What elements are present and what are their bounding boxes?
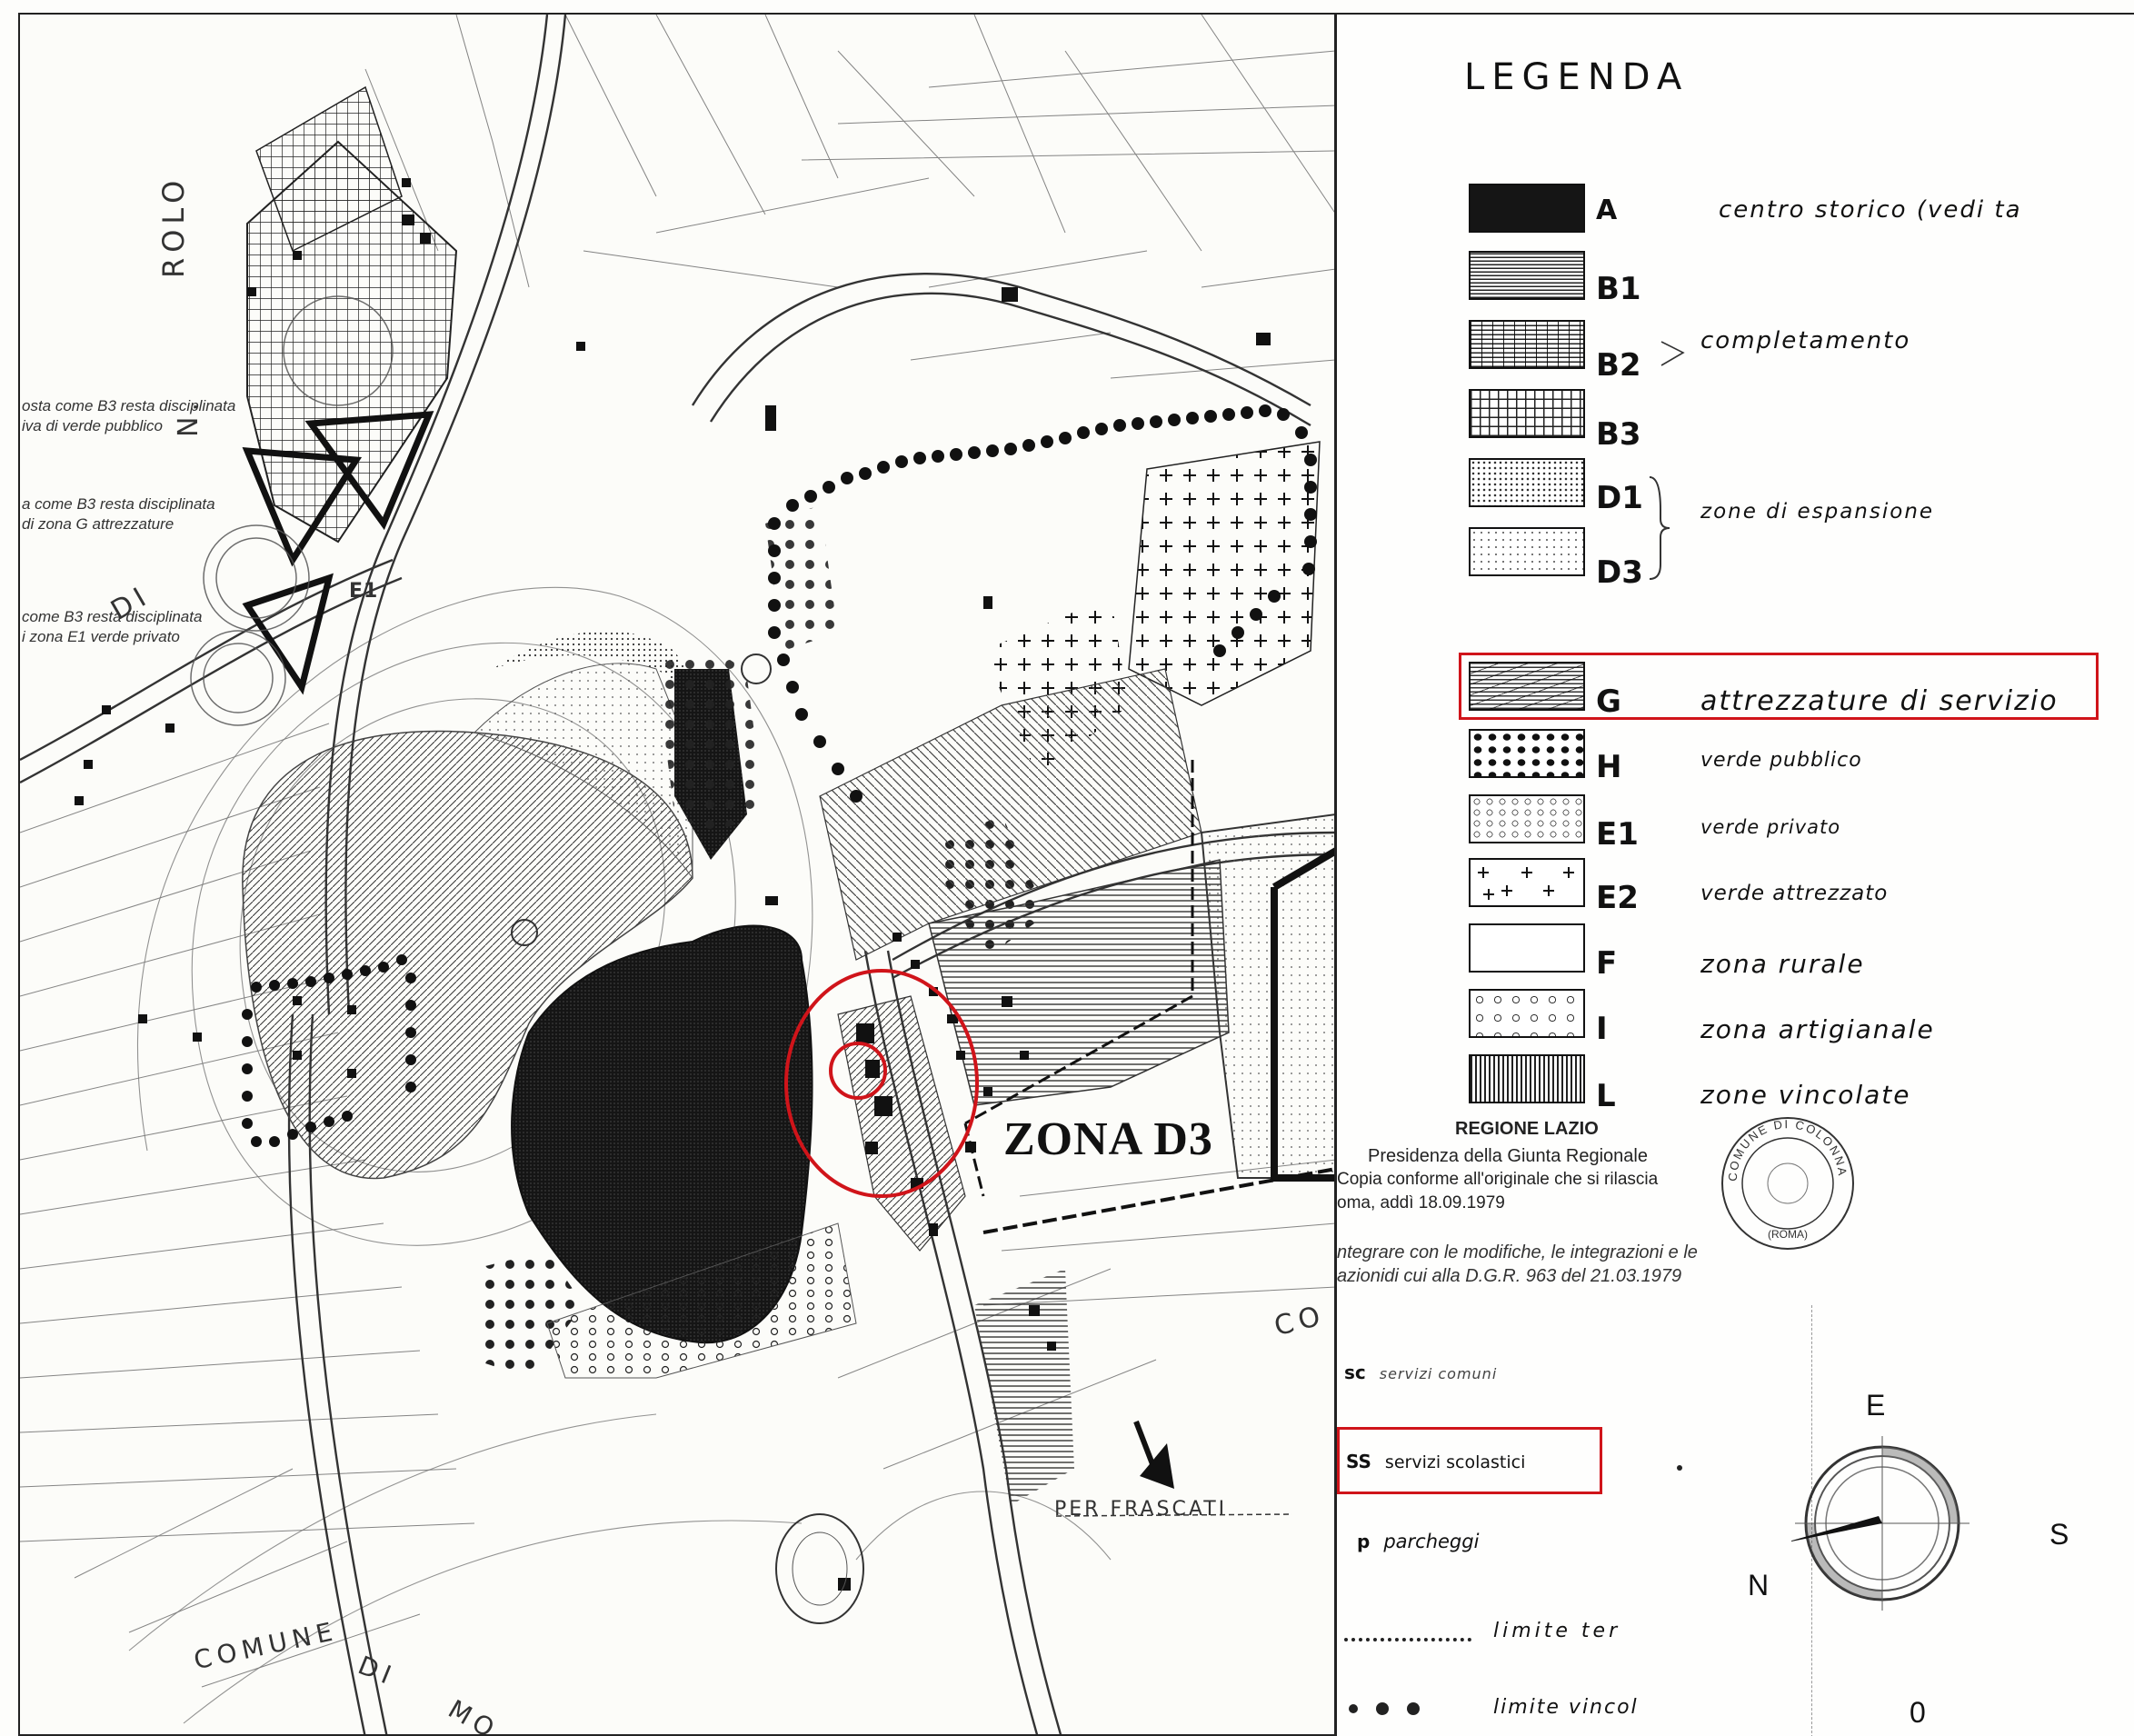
map-label-n: N. [173, 397, 204, 437]
limit-symbol-dots [1349, 1702, 1420, 1715]
map-note: a come B3 resta disciplinata [22, 495, 215, 513]
swatch-g [1469, 662, 1585, 711]
compass-s: S [2049, 1518, 2069, 1551]
swatch-b3 [1469, 389, 1585, 438]
region-note: azionidi cui alla D.G.R. 963 del 21.03.1… [1337, 1266, 1682, 1286]
legend-code: B1 [1596, 271, 1641, 307]
bracket [1649, 476, 1670, 580]
legend-code: E1 [1596, 816, 1639, 853]
legend-title: LEGENDA [1464, 56, 1690, 98]
legend-code: L [1596, 1078, 1616, 1114]
limit-label: limite vincol [1493, 1696, 1639, 1719]
highlight-circle [829, 1042, 887, 1100]
legend-label: verde pubblico [1700, 749, 1862, 772]
compass-e: E [1866, 1389, 1886, 1422]
swatch-f [1469, 923, 1585, 973]
legend-code: G [1596, 683, 1621, 720]
map-label-rolo: ROLO [156, 175, 191, 278]
legend-code: F [1596, 945, 1618, 982]
map-label-e1: E1 [349, 580, 379, 603]
map-drawing [20, 15, 1334, 1734]
region-note: ntegrare con le modifiche, le integrazio… [1337, 1242, 1698, 1262]
highlight-ss-box [1337, 1427, 1602, 1494]
map-note: iva di verde pubblico [22, 417, 163, 434]
compass-rose [1791, 1436, 1969, 1611]
legend-panel: LEGENDA A centro storico (vedi ta B1 B2 … [1334, 13, 2134, 1736]
legend-label: zone vincolate [1700, 1080, 1911, 1110]
legend-code: I [1596, 1011, 1608, 1047]
compass-o: 0 [1910, 1696, 1926, 1729]
legend-code: D3 [1596, 554, 1643, 591]
swatch-l [1469, 1054, 1585, 1103]
swatch-i [1469, 989, 1585, 1038]
bracket-arrow [1660, 341, 1685, 366]
swatch-e1 [1469, 794, 1585, 843]
swatch-d3 [1469, 527, 1585, 576]
comune-stamp: COMUNE DI COLONNA (ROMA) [1721, 1117, 1854, 1250]
legend-code: E2 [1596, 880, 1639, 916]
swatch-h [1469, 729, 1585, 778]
swatch-b1 [1469, 251, 1585, 300]
dot-mark [1677, 1465, 1682, 1471]
frascati-label: PER FRASCATI [1054, 1498, 1228, 1521]
legend-code: D1 [1596, 480, 1643, 516]
limit-label: limite ter [1493, 1620, 1621, 1642]
map-note: come B3 resta disciplinata [22, 608, 203, 625]
swatch-a [1469, 184, 1585, 233]
cross-pattern [1478, 867, 1574, 900]
legend-code: B2 [1596, 347, 1641, 384]
compass-n: N [1748, 1569, 1770, 1601]
legend-code: H [1596, 749, 1622, 785]
swatch-e2 [1469, 858, 1585, 907]
legend-label: zona rurale [1700, 949, 1865, 979]
legend-code: A [1596, 195, 1618, 226]
legend-label: completamento [1700, 327, 1911, 354]
service-sc: sc servizi comuni [1344, 1362, 1498, 1383]
service-ss: SS servizi scolastici [1346, 1451, 1526, 1472]
legend-code: B3 [1596, 416, 1641, 453]
highlight-ellipse [784, 969, 979, 1198]
limit-symbol-dotted [1344, 1638, 1471, 1641]
region-name: REGIONE LAZIO [1455, 1119, 1599, 1139]
map-note: i zona E1 verde privato [22, 628, 180, 645]
legend-label: centro storico (vedi ta [1719, 196, 2022, 224]
region-line: oma, addì 18.09.1979 [1337, 1193, 1505, 1212]
legend-label: verde attrezzato [1700, 882, 1889, 905]
zona-d3-label: ZONA D3 [1003, 1113, 1213, 1165]
service-p: p parcheggi [1357, 1531, 1480, 1552]
legend-label: zone di espansione [1700, 500, 1935, 524]
divider-line [1811, 1305, 1812, 1736]
region-line: Copia conforme all'originale che si rila… [1337, 1170, 1659, 1189]
zoning-map: osta come B3 resta disciplinata iva di v… [18, 13, 1334, 1736]
legend-label: attrezzature di servizio [1700, 685, 2059, 717]
legend-label: zona artigianale [1700, 1014, 1935, 1044]
region-line: Presidenza della Giunta Regionale [1368, 1146, 1648, 1166]
swatch-b2 [1469, 320, 1585, 369]
map-note: di zona G attrezzature [22, 515, 175, 533]
legend-label: verde privato [1700, 816, 1841, 838]
highlight-g-box [1459, 653, 2099, 720]
stamp-bottom: (ROMA) [1768, 1228, 1808, 1241]
map-note: osta come B3 resta disciplinata [22, 397, 236, 414]
swatch-d1 [1469, 458, 1585, 507]
